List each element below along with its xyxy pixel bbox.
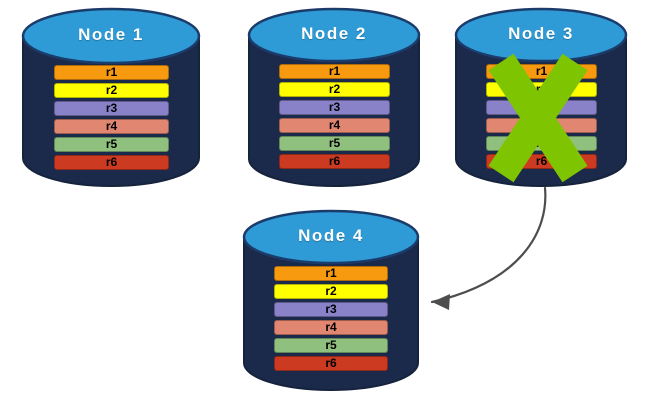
- node-1-row-r2[interactable]: r2: [54, 83, 169, 98]
- node-4-row-r5[interactable]: r5: [274, 338, 388, 353]
- node-4-row-r6[interactable]: r6: [274, 356, 388, 371]
- failover-arrow-line: [430, 186, 547, 304]
- node-2-row-r4[interactable]: r4: [279, 118, 390, 133]
- node-2-row-r1[interactable]: r1: [279, 64, 390, 79]
- node-2-row-r6[interactable]: r6: [279, 154, 390, 169]
- node-2-row-r2[interactable]: r2: [279, 82, 390, 97]
- node-1-row-r6[interactable]: r6: [54, 155, 169, 170]
- node-2-row-r5[interactable]: r5: [279, 136, 390, 151]
- node-2-top-ellipse: [247, 7, 421, 63]
- x-mark-stroke-b: [488, 53, 588, 183]
- node-4-row-r3[interactable]: r3: [274, 302, 388, 317]
- node-4-row-r1[interactable]: r1: [274, 266, 388, 281]
- node-1-row-r5[interactable]: r5: [54, 137, 169, 152]
- node-4-row-r4[interactable]: r4: [274, 320, 388, 335]
- node-4-top-ellipse: [242, 209, 420, 265]
- failover-arrow-head: [432, 294, 450, 310]
- failure-x-mark: [488, 53, 588, 183]
- node-2-row-r3[interactable]: r3: [279, 100, 390, 115]
- node-1-row-r1[interactable]: r1: [54, 65, 169, 80]
- node-3-top-ellipse: [454, 7, 628, 63]
- node-1-row-r3[interactable]: r3: [54, 101, 169, 116]
- node-1-row-r4[interactable]: r4: [54, 119, 169, 134]
- node-1-top-ellipse: [21, 7, 201, 65]
- node-4-row-r2[interactable]: r2: [274, 284, 388, 299]
